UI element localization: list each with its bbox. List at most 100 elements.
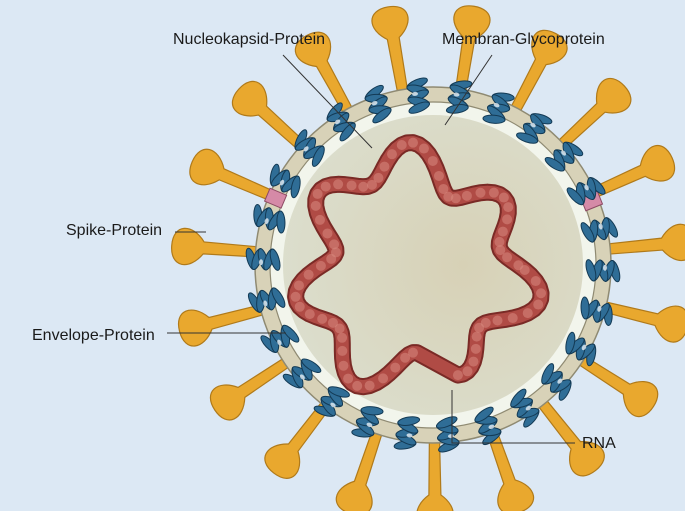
rna-segment: [386, 149, 397, 160]
rna-segment: [293, 280, 304, 291]
leader-lines: [167, 54, 575, 444]
membrane-glycoprotein: [406, 77, 430, 114]
membrane-glycoprotein: [393, 416, 421, 450]
rna-segment: [433, 170, 444, 181]
rna-segment: [343, 373, 354, 384]
rna-segment: [468, 356, 479, 367]
rna-segment: [378, 373, 389, 384]
rna-segment: [502, 214, 513, 225]
rna-segment: [533, 299, 544, 310]
envelope-protein: [263, 187, 288, 209]
rna-segment: [530, 276, 541, 287]
rna-segment: [364, 380, 375, 391]
rna-segment: [497, 226, 508, 237]
rna-segment: [379, 161, 390, 172]
rna-segment: [452, 370, 463, 381]
rna-segment: [317, 313, 328, 324]
rna-segment: [352, 380, 363, 391]
rna-segment: [462, 366, 473, 377]
spike-protein: [209, 354, 296, 421]
rna-segment: [304, 309, 315, 320]
rna-segment: [310, 200, 321, 211]
envelope-label: Envelope-Protein: [32, 327, 155, 344]
membrane-glycoprotein: [510, 388, 540, 428]
membrane-glycoprotein: [326, 102, 356, 142]
membrane-glycoprotein: [516, 113, 553, 144]
spike-protein: [416, 434, 454, 511]
rna-segment: [290, 291, 301, 302]
spike-protein: [171, 227, 265, 266]
spike-label: Spike-Protein: [66, 222, 163, 239]
rna-leader-line: [451, 390, 575, 444]
membrane-glycoprotein: [351, 406, 384, 438]
rna-segment: [320, 181, 331, 192]
membrane-glycoprotein: [364, 84, 392, 124]
rna-segment: [418, 143, 429, 154]
rna-segment: [358, 181, 369, 192]
rna-segment: [315, 260, 326, 271]
rna-segment: [400, 352, 411, 363]
membrane-glycoprotein: [247, 287, 286, 313]
spike-protein: [596, 299, 685, 343]
membrane-glycoprotein: [260, 324, 300, 354]
rna-segment: [312, 188, 323, 199]
rna-segment: [474, 322, 485, 333]
rna-segment: [408, 347, 418, 358]
membrane-glycoprotein: [474, 406, 502, 446]
spike-protein: [533, 394, 605, 477]
rna-segment: [334, 323, 345, 334]
rna-segment: [503, 202, 514, 213]
rna-segment: [498, 192, 509, 203]
membrane-glycoprotein: [541, 363, 572, 401]
spike-protein: [507, 29, 568, 118]
rna-segment: [507, 313, 518, 324]
rna-segment: [330, 247, 341, 258]
rna-segment: [471, 331, 482, 342]
rna-segment: [461, 190, 472, 201]
rna-segment: [495, 245, 506, 256]
rna-segment: [536, 288, 547, 299]
spike-protein: [572, 351, 659, 418]
rna-segment: [322, 228, 333, 239]
membrane-glycoprotein: [245, 247, 281, 271]
spike-protein: [335, 423, 385, 511]
rna-segment: [475, 187, 486, 198]
rna-segment: [346, 180, 357, 191]
spike-protein: [264, 396, 335, 479]
rna-segment: [333, 179, 344, 190]
rna-label: RNA: [582, 435, 616, 452]
rna-segment: [492, 315, 503, 326]
spike-protein: [371, 5, 410, 100]
membrane-glycoproteins: [245, 77, 621, 453]
spike-proteins: [171, 5, 685, 511]
membrane-glycoprotein: [566, 176, 606, 206]
membrane-glycoprotein: [580, 217, 619, 243]
membrane-glycoprotein: [253, 204, 286, 234]
rna-segment: [390, 362, 401, 373]
spike-protein: [453, 5, 491, 99]
spike-protein: [189, 148, 280, 204]
membrane-glycoprotein: [580, 296, 613, 326]
membrane-glycoprotein: [585, 259, 621, 283]
rna-segment: [502, 252, 513, 263]
rna-segment: [294, 301, 305, 312]
spike-protein: [231, 80, 312, 156]
membrane-glycoprotein: [294, 129, 325, 167]
membrane-leader-line: [444, 54, 493, 126]
rna-segment: [337, 332, 348, 343]
rna-segment: [338, 360, 349, 371]
rna-segment: [438, 183, 449, 194]
rna-strand: [287, 134, 550, 396]
rna-segment: [303, 269, 314, 280]
rna-segment: [450, 193, 461, 204]
spike-protein: [601, 223, 685, 262]
spike-protein: [552, 78, 632, 154]
rna-segment: [408, 137, 418, 148]
membrane-glycoprotein: [544, 141, 584, 172]
membrane-glycoprotein: [482, 92, 515, 124]
membrane-glycoprotein: [269, 163, 301, 199]
spike-protein: [294, 31, 357, 120]
rna-segment: [396, 139, 407, 150]
spike-protein: [177, 302, 271, 347]
rna-segment: [513, 260, 524, 271]
